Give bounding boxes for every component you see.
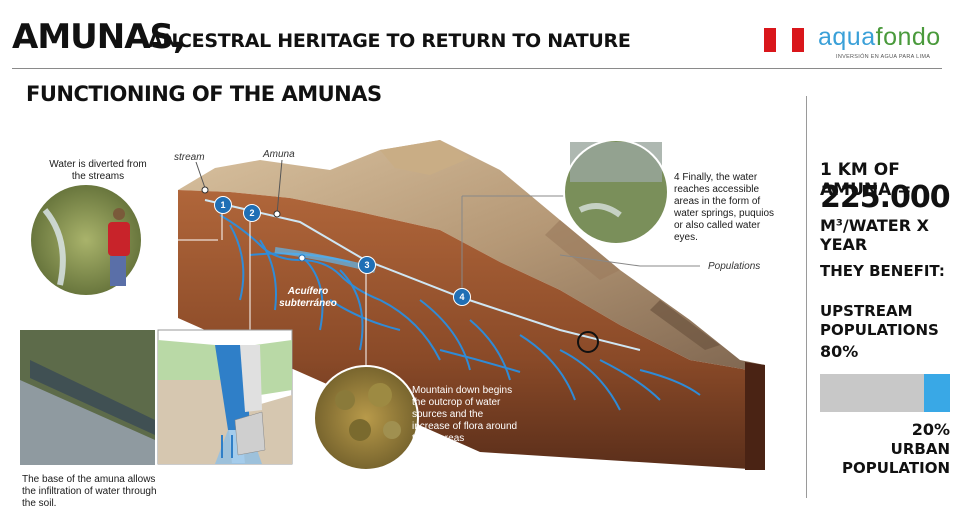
upstream-percentage: 80% bbox=[820, 342, 859, 361]
page-title: AMUNAS, bbox=[12, 17, 186, 57]
logo-fondo-text: fondo bbox=[875, 23, 941, 51]
step-1-badge: 1 bbox=[214, 196, 232, 214]
label-acuifero: Acuífero subterráneo bbox=[279, 286, 337, 309]
sidebar-divider bbox=[806, 96, 807, 498]
logo-tagline: INVERSIÓN EN AGUA PARA LIMA bbox=[836, 54, 931, 60]
urban-label: URBAN POPULATION bbox=[841, 440, 950, 477]
step-4-badge: 4 bbox=[453, 288, 471, 306]
photo-diverted-stream bbox=[31, 185, 141, 295]
stat-amuna-length: 1 KM OF AMUNA = bbox=[820, 160, 912, 200]
benefit-proportion-bar bbox=[820, 374, 950, 412]
label-amuna: Amuna bbox=[263, 149, 295, 160]
upstream-label: UPSTREAM POPULATIONS bbox=[820, 302, 939, 339]
header-divider bbox=[12, 68, 942, 69]
aquafondo-logo: aquafondo bbox=[818, 25, 941, 50]
label-populations: Populations bbox=[708, 261, 761, 272]
caption-water-springs: 4 Finally, the water reaches accessible … bbox=[674, 172, 775, 243]
caption-infiltration: The base of the amuna allows the infiltr… bbox=[22, 474, 157, 509]
stat-water-volume: 225.000 bbox=[820, 180, 951, 215]
photo-moss-outcrop bbox=[313, 365, 419, 471]
step-2-badge: 2 bbox=[243, 204, 261, 222]
peru-flag-icon bbox=[764, 28, 804, 52]
urban-proportion-fill bbox=[924, 374, 950, 412]
photo-water-springs bbox=[563, 139, 669, 245]
caption-mountain-down: Mountain down begins the outcrop of wate… bbox=[412, 385, 518, 444]
logo-aqua-text: aqua bbox=[818, 23, 876, 51]
caption-water-diverted: Water is diverted from the streams bbox=[49, 159, 147, 182]
stat-water-unit: M³/WATER X YEAR bbox=[820, 216, 929, 254]
mountain-surface bbox=[178, 140, 765, 372]
section-title: FUNCTIONING OF THE AMUNAS bbox=[26, 82, 382, 106]
photo-amuna-canal bbox=[20, 330, 155, 465]
label-stream: stream bbox=[174, 152, 205, 163]
page-subtitle: ANCESTRAL HERITAGE TO RETURN TO NATURE bbox=[148, 30, 631, 52]
benefit-heading: THEY BENEFIT: bbox=[820, 262, 945, 280]
step-3-badge: 3 bbox=[358, 256, 376, 274]
infiltration-illustration bbox=[157, 329, 293, 465]
urban-percentage: 20% bbox=[911, 420, 950, 439]
